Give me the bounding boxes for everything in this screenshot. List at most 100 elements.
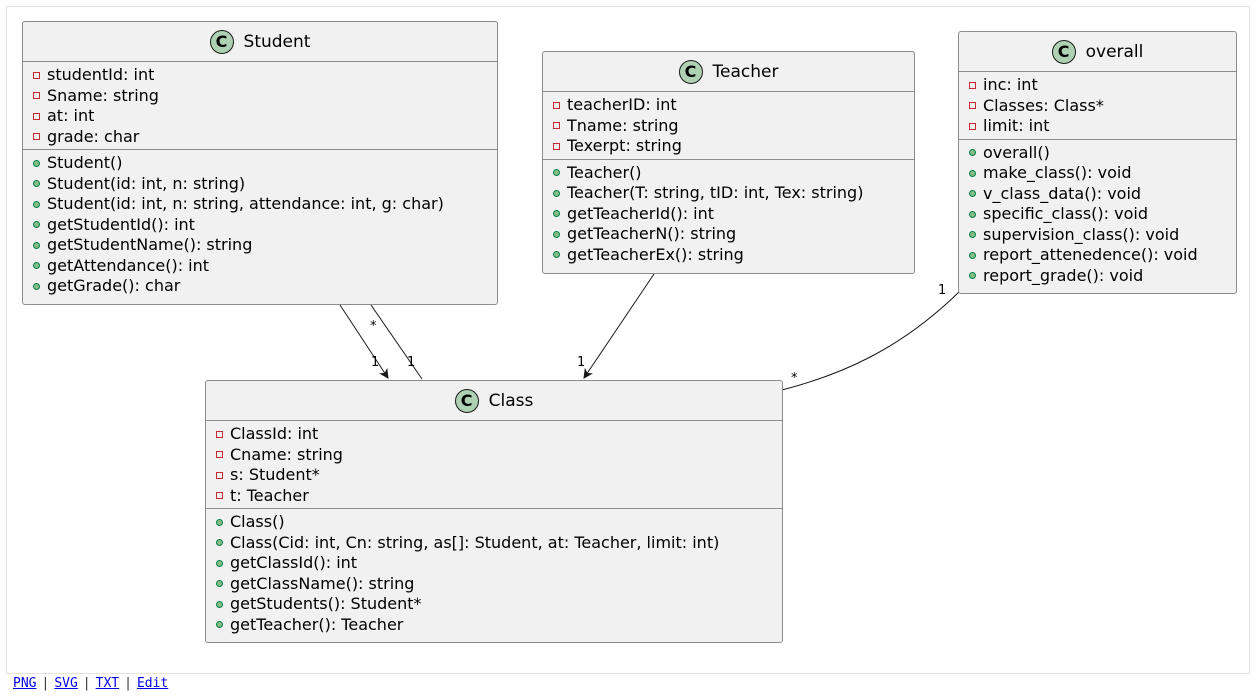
private-icon <box>216 471 223 479</box>
public-icon <box>553 230 560 238</box>
method-row: specific_class(): void <box>959 204 1236 225</box>
method-row: report_grade(): void <box>959 266 1236 287</box>
method-text: getTeacherEx(): string <box>567 244 744 264</box>
method-text: v_class_data(): void <box>983 183 1142 203</box>
class-box-overall: C overall inc: int Classes: Class* limit… <box>958 31 1237 294</box>
method-row: Class(Cid: int, Cn: string, as[]: Studen… <box>206 533 782 554</box>
method-text: getGrade(): char <box>47 276 181 295</box>
edit-link[interactable]: Edit <box>136 676 169 691</box>
methods-section: Class() Class(Cid: int, Cn: string, as[]… <box>206 508 782 637</box>
field-text: Tname: string <box>567 115 679 135</box>
public-icon <box>553 169 560 177</box>
field-text: ClassId: int <box>230 424 319 443</box>
student-class-arrow-edge <box>339 304 389 379</box>
private-icon <box>33 92 40 100</box>
class-header: C Teacher <box>543 52 914 92</box>
class-box-class: C Class ClassId: int Cname: string s: St… <box>205 380 783 643</box>
diagram-frame <box>6 6 1250 674</box>
public-icon <box>553 189 560 197</box>
method-row: getClassId(): int <box>206 553 782 574</box>
method-text: specific_class(): void <box>983 204 1148 223</box>
method-text: getClassId(): int <box>230 553 358 572</box>
mult-student-class-line-start: * <box>370 319 377 334</box>
method-row: make_class(): void <box>959 163 1236 184</box>
field-row: Cname: string <box>206 445 782 466</box>
private-icon <box>969 122 976 130</box>
public-icon <box>33 282 40 290</box>
public-icon <box>969 149 976 157</box>
class-icon: C <box>1051 39 1076 64</box>
field-text: Classes: Class* <box>983 95 1104 115</box>
method-text: report_grade(): void <box>983 265 1144 285</box>
private-icon <box>969 81 976 89</box>
field-row: s: Student* <box>206 465 782 486</box>
field-text: limit: int <box>983 116 1050 135</box>
field-text: at: int <box>47 106 95 125</box>
public-icon <box>216 621 223 629</box>
field-text: t: Teacher <box>230 485 309 505</box>
separator: | <box>82 676 91 691</box>
method-row: Teacher() <box>543 163 914 184</box>
method-row: getTeacherId(): int <box>543 204 914 225</box>
field-row: grade: char <box>23 127 497 148</box>
methods-section: Student() Student(id: int, n: string) St… <box>23 149 497 299</box>
method-row: getStudents(): Student* <box>206 594 782 615</box>
method-row: getTeacherN(): string <box>543 224 914 245</box>
method-text: Teacher(T: string, tID: int, Tex: string… <box>567 183 864 202</box>
txt-link[interactable]: TXT <box>95 676 120 691</box>
fields-section: ClassId: int Cname: string s: Student* t… <box>206 421 782 508</box>
class-icon: C <box>678 59 703 84</box>
field-row: limit: int <box>959 116 1236 137</box>
private-icon <box>553 142 560 150</box>
public-icon <box>33 262 40 270</box>
field-text: grade: char <box>47 126 140 146</box>
method-text: make_class(): void <box>983 163 1132 182</box>
field-text: Cname: string <box>230 444 343 464</box>
public-icon <box>216 518 223 526</box>
field-text: studentId: int <box>47 65 155 84</box>
private-icon <box>33 133 40 141</box>
public-icon <box>969 210 976 218</box>
method-text: Class(Cid: int, Cn: string, as[]: Studen… <box>230 532 720 552</box>
method-text: getTeacherN(): string <box>567 224 737 243</box>
method-row: supervision_class(): void <box>959 225 1236 246</box>
method-text: getAttendance(): int <box>47 255 210 275</box>
mult-class-end: * <box>791 371 798 386</box>
mult-student-class-arrow-end: 1 <box>371 355 379 370</box>
method-text: getStudents(): Student* <box>230 594 422 613</box>
png-link[interactable]: PNG <box>13 676 37 691</box>
method-row: Student(id: int, n: string, attendance: … <box>23 194 497 215</box>
class-box-student: C Student studentId: int Sname: string a… <box>22 21 498 305</box>
method-text: overall() <box>983 142 1050 162</box>
method-row: report_attenedence(): void <box>959 245 1236 266</box>
public-icon <box>553 251 560 259</box>
method-text: Teacher() <box>567 162 642 182</box>
field-row: at: int <box>23 106 497 127</box>
mult-overall-end: 1 <box>938 283 946 298</box>
field-row: Tname: string <box>543 116 914 137</box>
method-row: Teacher(T: string, tID: int, Tex: string… <box>543 183 914 204</box>
method-row: getTeacherEx(): string <box>543 245 914 266</box>
overall-class-edge <box>781 290 961 391</box>
field-text: Texerpt: string <box>567 136 682 155</box>
method-row: getClassName(): string <box>206 574 782 595</box>
public-icon <box>969 169 976 177</box>
method-text: getTeacher(): Teacher <box>230 614 404 634</box>
class-header: C Student <box>23 22 497 62</box>
field-text: s: Student* <box>230 465 320 484</box>
public-icon <box>216 580 223 588</box>
class-student-edge <box>370 304 423 380</box>
method-text: Student(id: int, n: string, attendance: … <box>47 194 444 213</box>
class-name: Student <box>243 31 311 52</box>
method-row: v_class_data(): void <box>959 184 1236 205</box>
method-text: supervision_class(): void <box>983 224 1180 244</box>
method-row: Student() <box>23 153 497 174</box>
private-icon <box>33 112 40 120</box>
field-row: studentId: int <box>23 65 497 86</box>
public-icon <box>33 200 40 208</box>
svg-link[interactable]: SVG <box>54 676 78 691</box>
public-icon <box>216 539 223 547</box>
method-text: Student() <box>47 153 123 172</box>
method-row: Class() <box>206 512 782 533</box>
